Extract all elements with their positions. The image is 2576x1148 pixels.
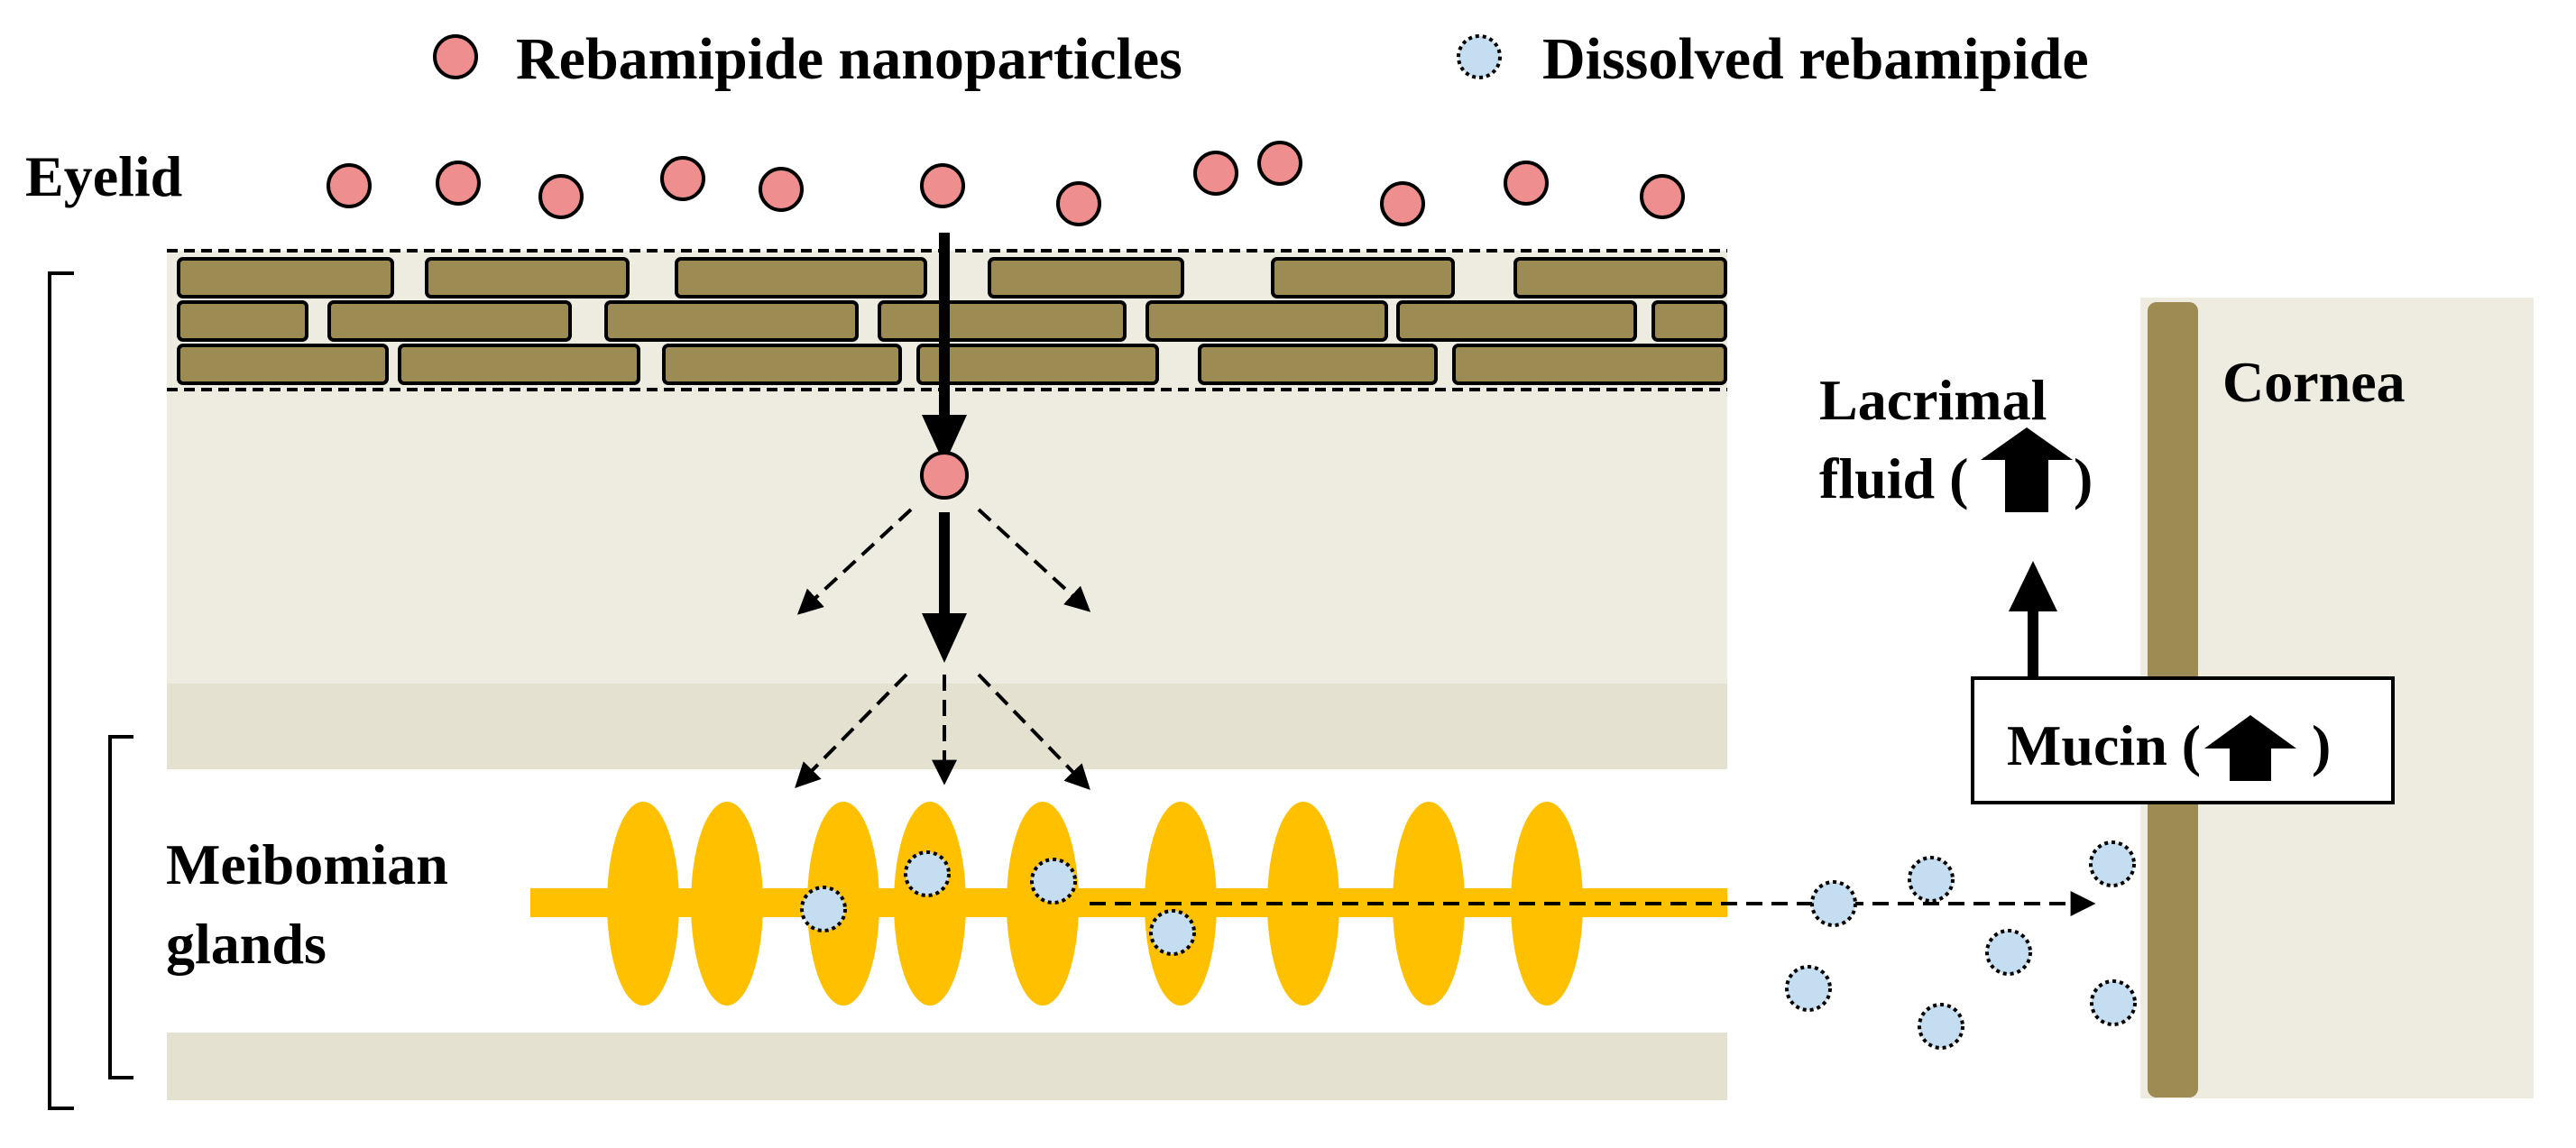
epithelial-cell — [425, 257, 630, 298]
eyelid-bracket — [48, 271, 74, 1110]
dissolved-icon — [2089, 840, 2136, 887]
epithelial-cell — [878, 300, 1127, 342]
dissolved-icon — [1985, 929, 2032, 976]
dissolved-icon — [1149, 909, 1196, 956]
lacrimal-increase-icon — [1983, 445, 2048, 512]
nanoparticle-icon — [538, 174, 584, 219]
nanoparticle-icon — [1056, 181, 1101, 226]
legend-nanoparticles-label: Rebamipide nanoparticles — [516, 26, 1182, 92]
nanoparticle-icon — [1257, 141, 1302, 186]
nanoparticle-icon — [759, 167, 804, 212]
mucin-increase-arrowhead — [2204, 715, 2296, 748]
nanoparticle-icon — [1504, 161, 1549, 206]
epithelial-cell — [1271, 257, 1455, 298]
dissolved-icon — [1908, 856, 1955, 903]
mucin-label: Mucin ( — [2007, 713, 2201, 777]
permeation-arrowhead-upper — [922, 415, 967, 464]
dissolved-icon — [1918, 1003, 1964, 1050]
permeation-arrowhead-lower — [922, 613, 967, 663]
epithelial-cell — [398, 344, 640, 385]
dissolved-icon — [800, 886, 847, 932]
eyelid-label: Eyelid — [25, 144, 182, 208]
diffusion-arrow — [795, 673, 908, 788]
cornea-label: Cornea — [2222, 350, 2406, 414]
epithelial-cell — [604, 300, 859, 342]
epithelial-cell — [675, 257, 927, 298]
epithelial-cell — [916, 344, 1159, 385]
legend-dissolved-icon — [1457, 34, 1502, 79]
legend-dissolved-label: Dissolved rebamipide — [1542, 26, 2089, 92]
gland-acinus — [1007, 802, 1079, 1006]
meibomian-label-line2: glands — [166, 912, 327, 976]
tissue-band-lower — [167, 1033, 1727, 1100]
dissolved-particles — [800, 840, 2137, 1050]
diffusion-arrows — [795, 508, 2096, 916]
nanoparticle-icon — [1640, 174, 1685, 219]
nanoparticles — [327, 141, 1685, 500]
epithelial-cell — [177, 300, 308, 342]
dissolved-icon — [1030, 858, 1077, 905]
mucin-label-close: ) — [2312, 713, 2331, 777]
nanoparticle-icon — [1193, 151, 1238, 196]
gland-acinus — [691, 802, 763, 1006]
nanoparticle-icon — [436, 161, 481, 206]
legend: Rebamipide nanoparticles Dissolved rebam… — [433, 26, 2089, 92]
meibomian-bracket — [108, 735, 133, 1079]
tissue-band-upper — [167, 684, 1727, 769]
nanoparticle-icon — [660, 156, 705, 201]
epithelial-cell — [177, 257, 394, 298]
epithelial-cell — [1651, 300, 1727, 342]
dissolved-icon — [1810, 880, 1857, 927]
diffusion-arrow — [977, 673, 1090, 791]
nanoparticle-icon — [1380, 181, 1425, 226]
epithelial-cell — [1513, 257, 1727, 298]
mucin-box — [1971, 676, 2395, 804]
epithelial-cell — [1452, 344, 1727, 385]
epithelial-cell — [988, 257, 1184, 298]
lacrimal-label-line2: fluid ( — [1819, 446, 1968, 510]
lacrimal-label-line1: Lacrimal — [1819, 368, 2047, 432]
gland-acinus — [894, 802, 966, 1006]
nanoparticle-icon — [920, 163, 965, 208]
epithelial-cell — [177, 344, 389, 385]
dissolved-icon — [2090, 979, 2137, 1026]
epithelial-cell — [662, 344, 902, 385]
gland-acinus — [607, 802, 679, 1006]
lacrimal-label-close: ) — [2074, 446, 2093, 510]
nanoparticle-icon — [920, 451, 969, 500]
nanoparticle-icon — [327, 163, 372, 208]
epithelial-cell — [1145, 300, 1388, 342]
meibomian-label-line1: Meibomian — [166, 832, 448, 896]
epithelial-cells — [177, 257, 1727, 385]
mucin-to-lacrimal-arrowhead — [2009, 561, 2057, 611]
legend-nanoparticle-icon — [433, 34, 478, 79]
epithelial-cell — [1198, 344, 1438, 385]
mucin-increase-icon — [2230, 747, 2271, 781]
dissolved-icon — [904, 850, 951, 897]
epithelial-cell — [1396, 300, 1637, 342]
epithelial-cell — [327, 300, 572, 342]
dissolved-icon — [1785, 965, 1832, 1012]
lacrimal-increase-arrowhead — [1981, 427, 2073, 460]
